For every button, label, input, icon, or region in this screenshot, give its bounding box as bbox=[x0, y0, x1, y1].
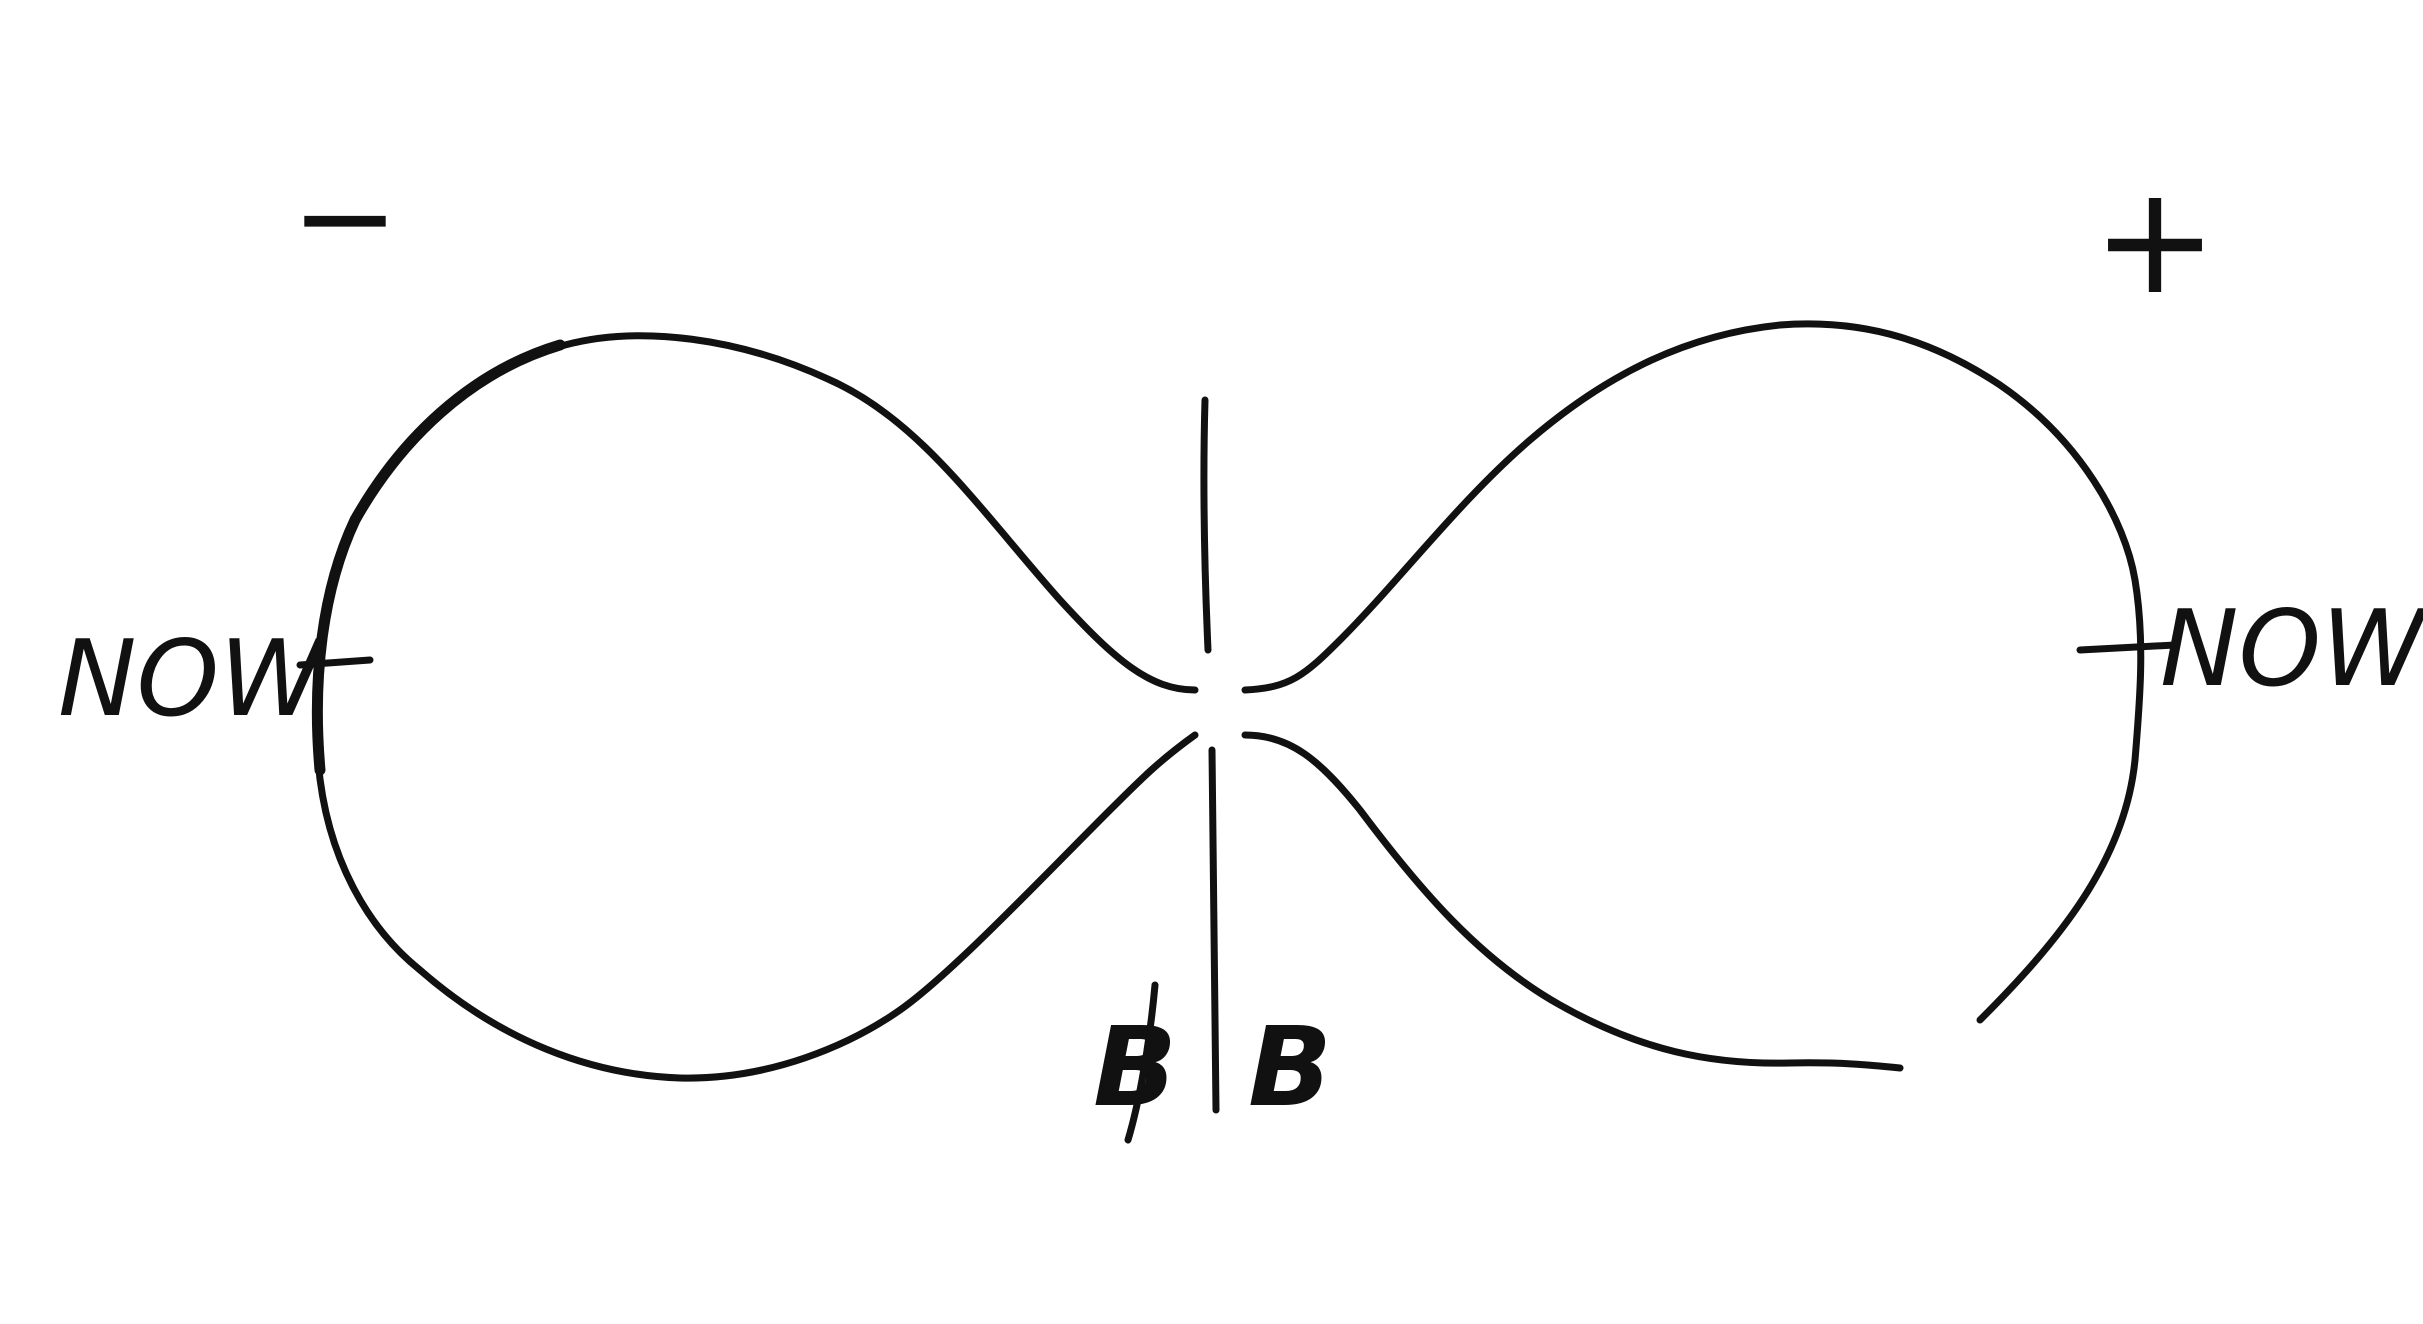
bottom-left-b-strike bbox=[1124, 981, 1159, 1144]
right-now-label: NOW bbox=[2160, 588, 2423, 710]
right-now-tick bbox=[2076, 641, 2179, 654]
right-loop-upper-curve bbox=[1241, 320, 2145, 1024]
left-loop-upper-curve bbox=[312, 332, 1199, 1082]
left-loop-heavy-stroke bbox=[311, 339, 566, 776]
center-divider-upper bbox=[1200, 396, 1212, 654]
left-now-tick bbox=[296, 656, 374, 669]
center-divider-lower bbox=[1208, 746, 1220, 1114]
minus-sign-label: − bbox=[291, 141, 400, 293]
bottom-right-b-label: B bbox=[1248, 1003, 1332, 1131]
plus-sign-label: + bbox=[2092, 154, 2218, 328]
left-now-label: NOW bbox=[58, 618, 327, 740]
right-loop-lower-curve bbox=[1241, 731, 1904, 1072]
